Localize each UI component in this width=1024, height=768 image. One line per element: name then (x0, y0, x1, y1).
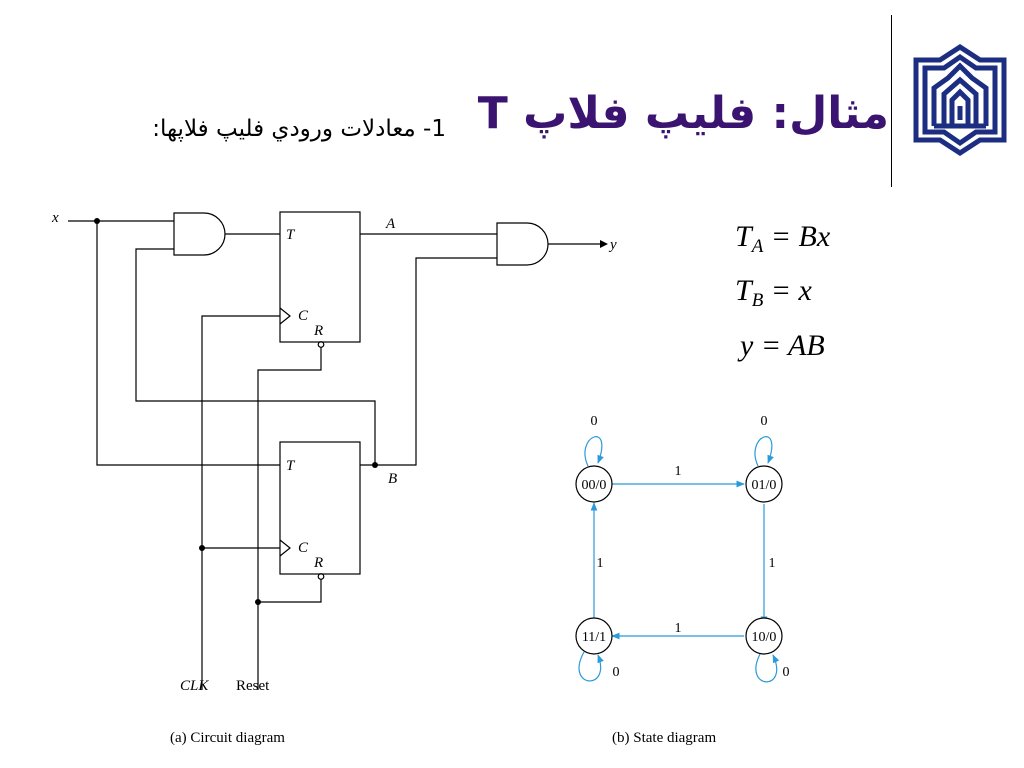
state-label-00: 00/0 (582, 478, 607, 493)
state-node-01 (745, 465, 783, 503)
equation-y: y = AB (740, 329, 825, 362)
ff-a-t-label: T (286, 227, 296, 243)
ff-b-t-label: T (286, 458, 296, 474)
ta-sub: A (751, 236, 764, 257)
self-loop-00 (584, 436, 604, 467)
ff-a-r-label: R (313, 323, 323, 339)
transition-label-01-10: 1 (769, 556, 776, 571)
transition-label-10-11: 1 (675, 621, 682, 636)
circuit-diagram: x y A B T C R T C R CLK Reset (51, 210, 617, 694)
transition-label-01-01: 0 (761, 414, 768, 429)
ff-b-c-label: C (298, 540, 309, 556)
slide-subtitle: 1- معادلات ورودي فليپ فلاپها: (152, 116, 446, 142)
title-divider (891, 15, 892, 187)
state-diagram: 00/0 01/0 10/0 11/1 0 0 0 0 1 1 1 1 (575, 414, 790, 683)
tb-var: T (735, 274, 752, 307)
state-b-label: B (388, 471, 397, 487)
equation-tb: TB = x (735, 274, 812, 311)
output-y-label: y (608, 237, 617, 253)
and-gate-input (173, 212, 226, 256)
circuit-caption: (a) Circuit diagram (170, 730, 285, 746)
tb-sub: B (751, 290, 764, 311)
tb-rhs: = x (770, 274, 812, 307)
state-label-01: 01/0 (752, 478, 777, 493)
clk-label: CLK (180, 678, 209, 694)
state-caption: (b) State diagram (612, 730, 717, 746)
ta-var: T (735, 220, 752, 253)
university-emblem-icon (913, 44, 1007, 156)
transition-label-00-00: 0 (591, 414, 598, 429)
ta-rhs: = Bx (770, 220, 831, 253)
state-label-10: 10/0 (752, 630, 777, 645)
transition-label-00-01: 1 (675, 464, 682, 479)
and-gate-output (496, 222, 549, 266)
state-node-11 (575, 617, 613, 655)
self-loop-11 (578, 651, 604, 682)
transition-label-10-10: 0 (783, 665, 790, 680)
state-node-10 (745, 617, 783, 655)
state-label-11: 11/1 (582, 630, 606, 645)
ff-a-c-label: C (298, 308, 309, 324)
ff-b-r-label: R (313, 555, 323, 571)
input-x-label: x (51, 210, 59, 226)
state-node-00 (575, 465, 613, 503)
reset-label: Reset (236, 678, 270, 694)
slide-title: مثال: فلیپ فلاپ T (477, 88, 889, 139)
transition-label-11-00: 1 (597, 556, 604, 571)
self-loop-10 (755, 653, 780, 683)
equation-ta: TA = Bx (735, 220, 831, 257)
state-a-label: A (385, 216, 396, 232)
transition-label-11-11: 0 (613, 665, 620, 680)
self-loop-01 (754, 436, 774, 467)
